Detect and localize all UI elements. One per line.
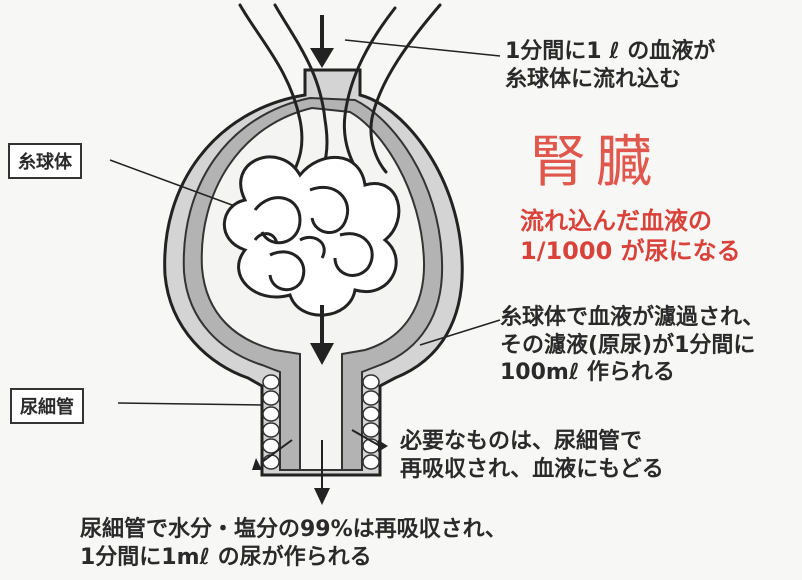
headline-subtitle: 流れ込んだ血液の 1/1000 が尿になる — [520, 206, 741, 266]
inflow-line-2: 糸球体に流れ込む — [505, 66, 682, 92]
bottom-line-2: 1分間に1mℓ の尿が作られる — [80, 544, 372, 570]
kidney-title: 腎臓 — [530, 130, 662, 195]
tubule-cells-left — [262, 374, 280, 470]
bottom-annotation: 尿細管で水分・塩分の99%は再吸収され、 1分間に1mℓ の尿が作られる — [80, 516, 507, 571]
reabsorption-annotation: 必要なものは、尿細管で 再吸収され、血液にもどる — [400, 428, 664, 483]
filtration-line-1: 糸球体で血液が濾過され、 — [500, 305, 765, 330]
filtration-line-2: その濾液(原尿)が1分間に — [500, 332, 756, 358]
flow-arrows — [252, 15, 388, 505]
reabsorption-line-1: 必要なものは、尿細管で — [400, 429, 643, 454]
headline-sub-line-2: 1/1000 が尿になる — [520, 237, 741, 265]
glomerulus-label: 糸球体 — [8, 143, 82, 179]
reabsorption-line-2: 再吸収され、血液にもどる — [400, 456, 664, 482]
capillary-loops — [253, 185, 374, 291]
bottom-line-1: 尿細管で水分・塩分の99%は再吸収され、 — [80, 517, 507, 542]
tubule-label: 尿細管 — [10, 388, 84, 424]
filtration-line-3: 100mℓ 作られる — [500, 360, 675, 385]
inflow-line-1: 1分間に1 ℓ の血液が — [505, 39, 716, 64]
headline-sub-line-1: 流れ込んだ血液の — [520, 207, 712, 235]
filtration-annotation: 糸球体で血液が濾過され、 その濾液(原尿)が1分間に 100mℓ 作られる — [500, 304, 764, 387]
inflow-annotation: 1分間に1 ℓ の血液が 糸球体に流れ込む — [505, 38, 715, 93]
leader-lines — [109, 39, 501, 406]
